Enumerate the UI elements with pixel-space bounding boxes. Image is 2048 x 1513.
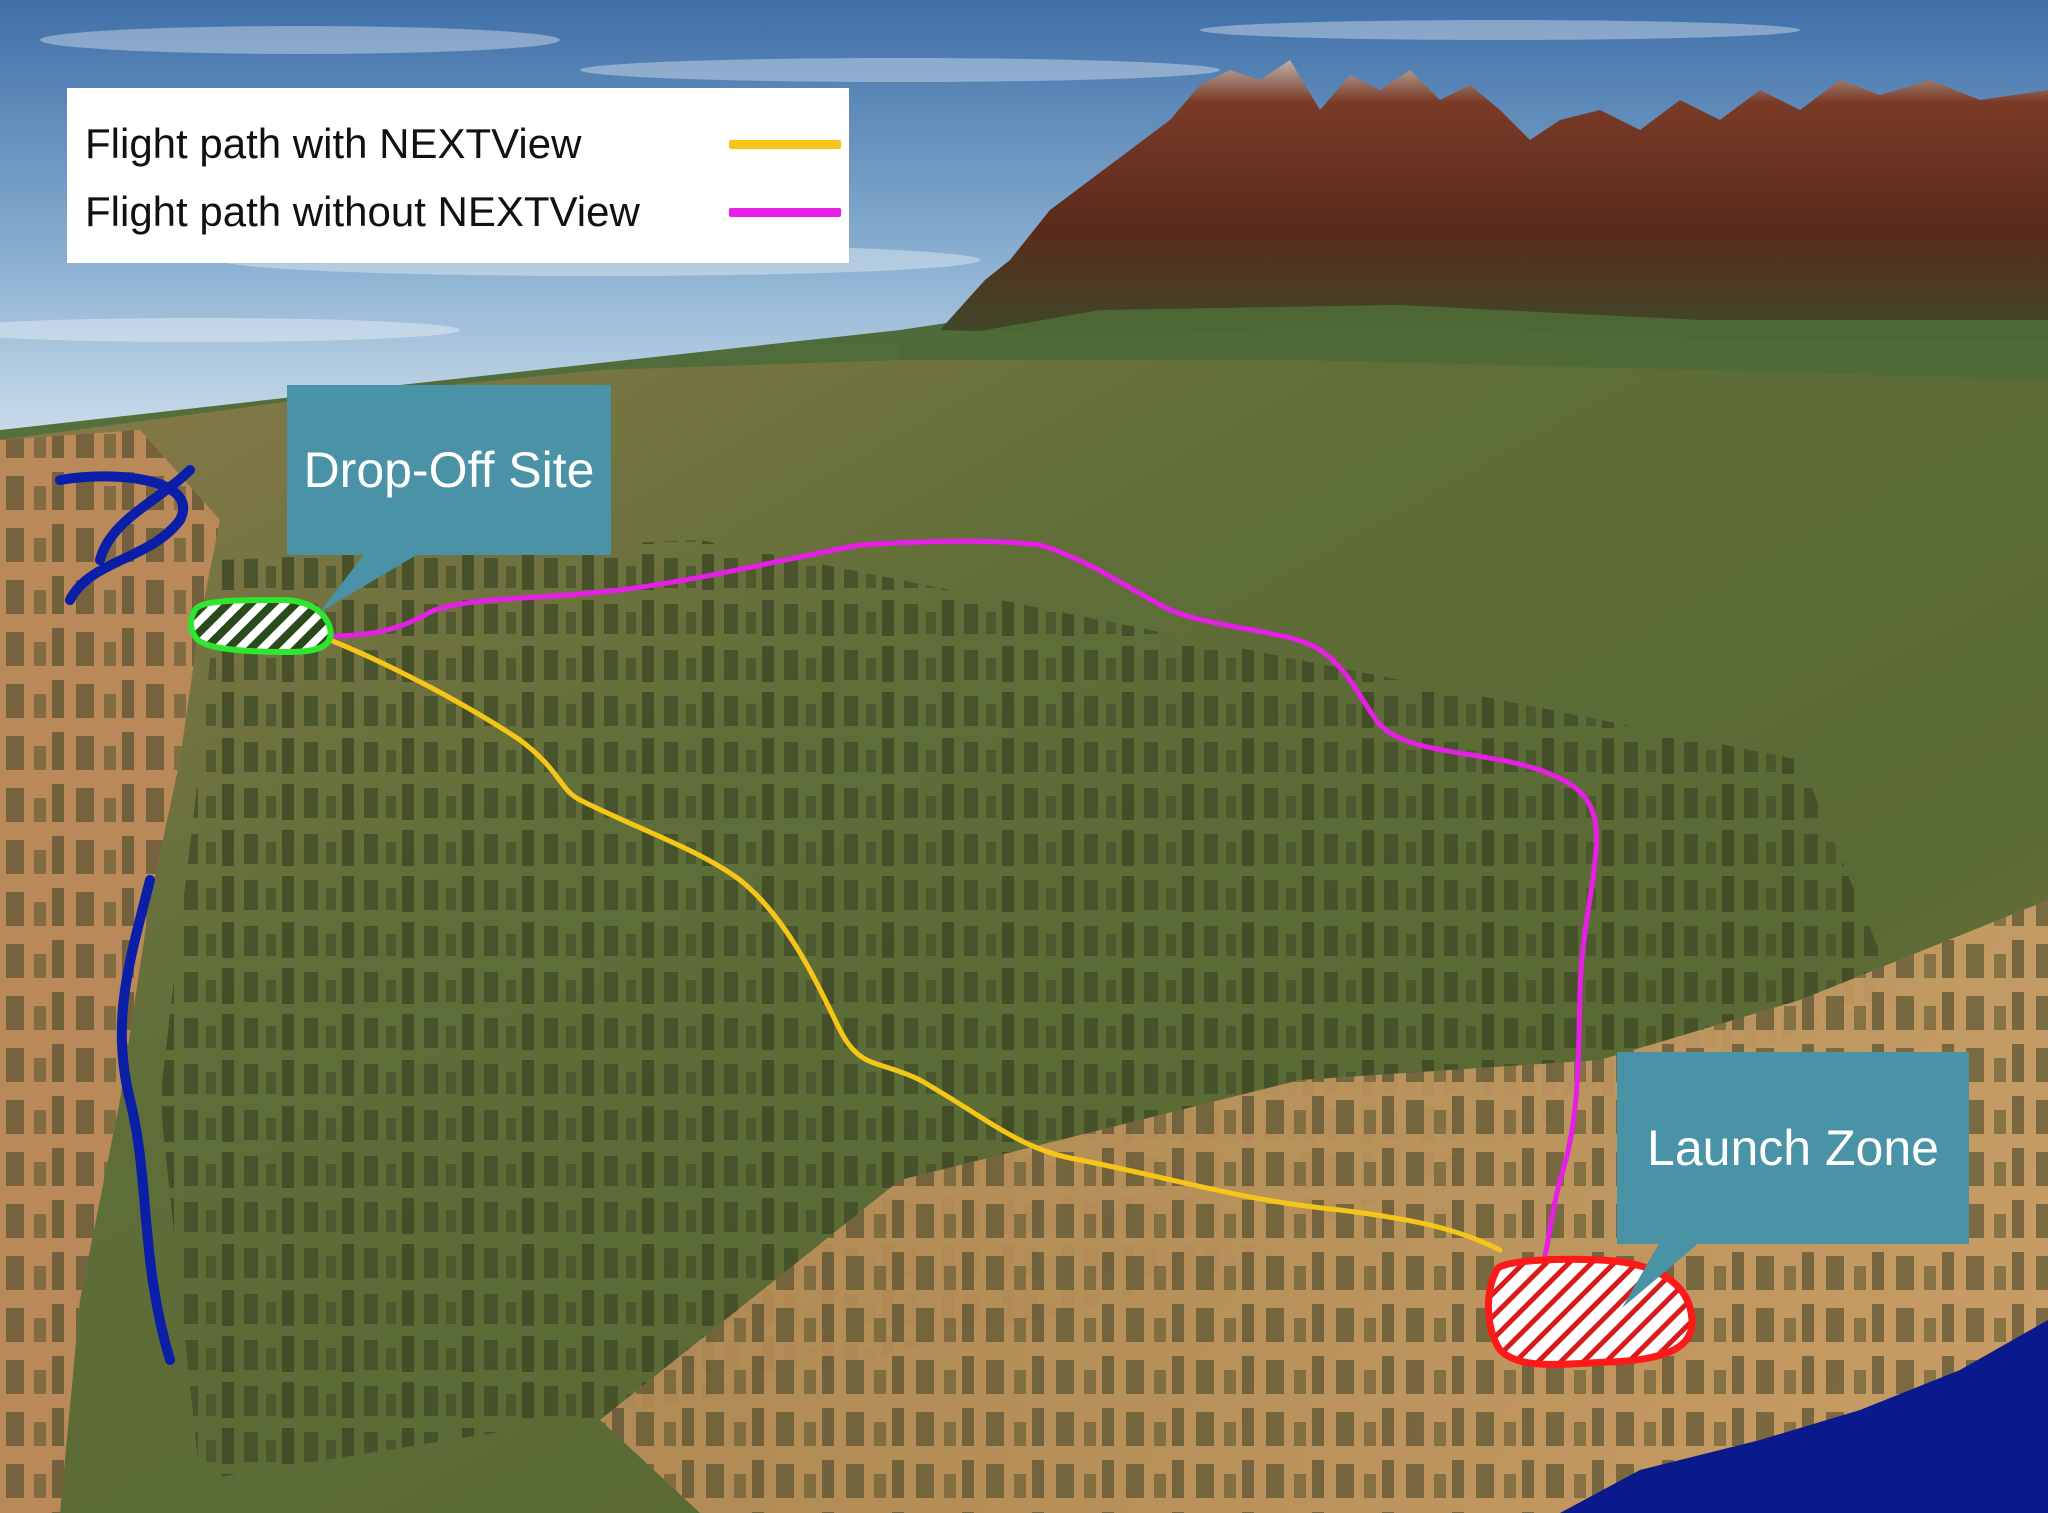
drop-off-callout-pointer	[320, 553, 420, 612]
mountain-range	[940, 60, 2048, 340]
legend-label: Flight path with NEXTView	[85, 120, 582, 167]
legend: Flight path with NEXTView Flight path wi…	[67, 88, 849, 263]
drop-off-zone	[187, 596, 334, 656]
flight-path-with-nextview	[327, 637, 1503, 1253]
launch-zone	[1485, 1255, 1696, 1368]
legend-item-without-nextview: Flight path without NEXTView	[85, 178, 849, 246]
legend-swatch-yellow	[729, 140, 841, 149]
sea	[1560, 1320, 2048, 1513]
city-blocks	[160, 540, 1900, 1480]
legend-item-with-nextview: Flight path with NEXTView	[85, 110, 849, 178]
launch-callout-pointer	[1622, 1242, 1700, 1308]
legend-label: Flight path without NEXTView	[85, 188, 640, 235]
river	[55, 465, 195, 1365]
flight-path-without-nextview	[327, 538, 1599, 1258]
drop-off-site-callout: Drop-Off Site	[287, 385, 611, 555]
legend-swatch-magenta	[729, 208, 841, 217]
launch-zone-callout: Launch Zone	[1617, 1052, 1969, 1244]
left-ridges	[0, 430, 220, 1513]
